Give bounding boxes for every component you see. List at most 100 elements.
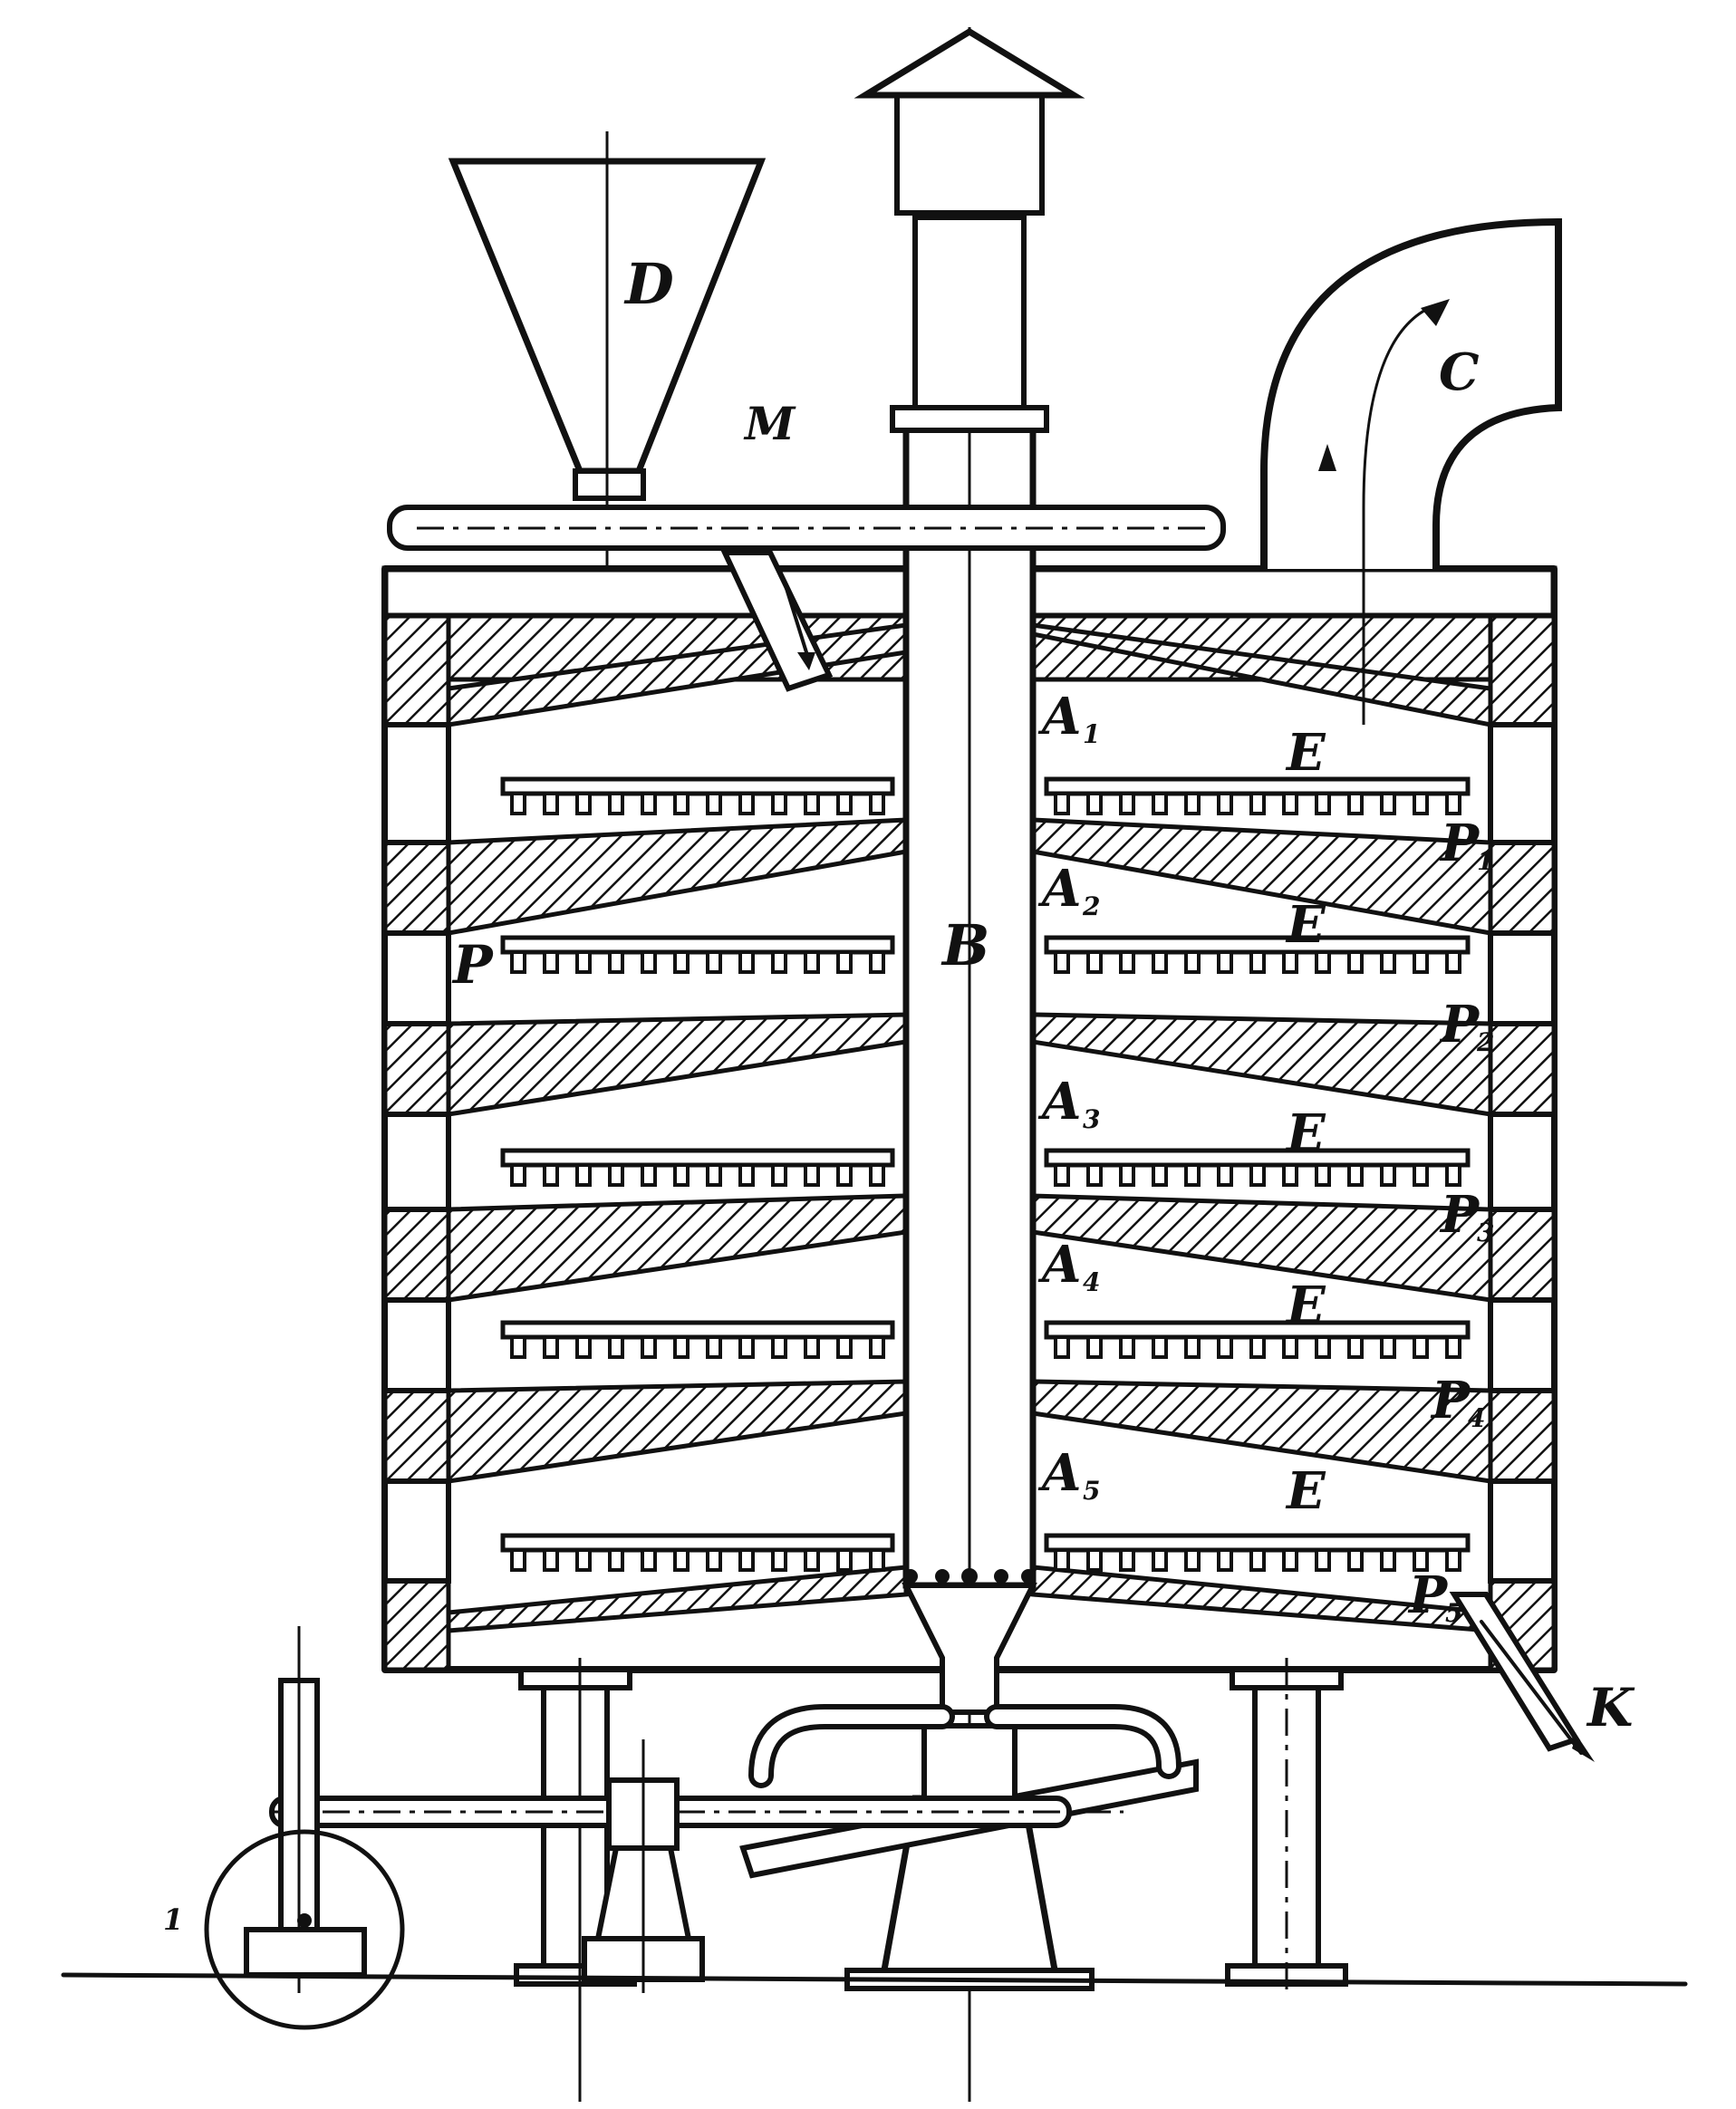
label-stray: 1 — [163, 1902, 183, 1937]
label-K: K — [1586, 1677, 1635, 1738]
label-B: B — [940, 912, 989, 978]
gas-offtake-pipe — [1260, 217, 1562, 725]
rabble-tooth — [1413, 1163, 1429, 1187]
rabble-tooth — [1054, 1548, 1070, 1572]
rabble-tooth — [771, 950, 787, 974]
rabble-arms — [500, 776, 1471, 1572]
label-P3: P — [1439, 1185, 1480, 1245]
rabble-tooth — [1315, 792, 1331, 815]
rabble-tooth — [608, 1335, 624, 1359]
rabble-tooth — [673, 792, 690, 815]
rabble-tooth — [1184, 950, 1201, 974]
rabble-tooth — [543, 1335, 559, 1359]
rabble-tooth — [706, 950, 722, 974]
rabble-tooth — [1282, 1163, 1298, 1187]
rabble-tooth — [738, 1163, 755, 1187]
rabble-tooth — [804, 1548, 820, 1572]
rabble-tooth — [1347, 792, 1364, 815]
rabble-tooth — [706, 1548, 722, 1572]
rabble-tooth — [738, 792, 755, 815]
label-P4-sub: 4 — [1468, 1403, 1485, 1433]
rabble-tooth — [1347, 950, 1364, 974]
rabble-tooth — [608, 1548, 624, 1572]
rabble-tooth — [1380, 1548, 1396, 1572]
rabble-tooth — [1249, 792, 1266, 815]
rabble-tooth — [543, 950, 559, 974]
rabble-tooth — [1413, 792, 1429, 815]
rabble-tooth — [641, 1335, 657, 1359]
rabble-tooth — [1347, 1163, 1364, 1187]
label-M: M — [743, 397, 796, 450]
rabble-tooth — [1445, 1335, 1461, 1359]
rabble-tooth — [1184, 1163, 1201, 1187]
rabble-tooth — [836, 1163, 853, 1187]
rabble-tooth — [869, 1335, 885, 1359]
rabble-tooth — [510, 950, 526, 974]
rabble-tooth — [1249, 1335, 1266, 1359]
rabble-tooth — [1217, 1548, 1233, 1572]
rabble-tooth — [771, 1335, 787, 1359]
rabble-tooth — [1217, 1163, 1233, 1187]
rabble-tooth — [1217, 1335, 1233, 1359]
drive-mechanism — [204, 1626, 1348, 2102]
rabble-tooth — [510, 1163, 526, 1187]
label-A1: A — [1037, 687, 1081, 746]
label-P1-sub: 1 — [1477, 846, 1494, 876]
rabble-tooth — [1380, 1335, 1396, 1359]
rabble-tooth — [1086, 792, 1103, 815]
rabble-tooth — [1119, 1548, 1135, 1572]
label-P4: P — [1430, 1371, 1471, 1430]
rabble-tooth — [641, 1163, 657, 1187]
rabble-tooth — [1282, 1335, 1298, 1359]
rabble-tooth — [1249, 950, 1266, 974]
rabble-tooth — [543, 792, 559, 815]
rabble-tooth — [1249, 1163, 1266, 1187]
rabble-tooth — [1445, 1548, 1461, 1572]
rabble-tooth — [1380, 950, 1396, 974]
label-A2-sub: 2 — [1082, 891, 1100, 921]
label-A3: A — [1037, 1072, 1081, 1132]
rabble-tooth — [1119, 1163, 1135, 1187]
rabble-tooth — [1152, 1335, 1168, 1359]
rabble-arm — [1044, 1320, 1471, 1340]
label-A2: A — [1037, 859, 1081, 919]
rabble-tooth — [836, 1548, 853, 1572]
label-P: P — [451, 934, 494, 996]
rabble-arm — [1044, 1148, 1471, 1168]
rabble-tooth — [641, 792, 657, 815]
rabble-tooth — [1152, 1163, 1168, 1187]
rabble-tooth — [575, 1335, 592, 1359]
rabble-tooth — [1315, 1163, 1331, 1187]
rabble-tooth — [1282, 792, 1298, 815]
rabble-tooth — [575, 792, 592, 815]
rabble-tooth — [510, 1335, 526, 1359]
label-E1: E — [1285, 723, 1326, 783]
rabble-tooth — [641, 950, 657, 974]
label-P5: P — [1407, 1565, 1449, 1625]
rabble-tooth — [1347, 1548, 1364, 1572]
rabble-arm — [500, 935, 895, 955]
rabble-tooth — [1119, 792, 1135, 815]
label-A1-sub: 1 — [1083, 719, 1100, 749]
rabble-arm — [500, 1320, 895, 1340]
labels: D M C B P K 1 A 1 A 2 A 3 A 4 A 5 E E E … — [163, 251, 1635, 1937]
rabble-tooth — [1152, 1548, 1168, 1572]
rabble-tooth — [543, 1548, 559, 1572]
rabble-tooth — [608, 792, 624, 815]
rabble-tooth — [804, 950, 820, 974]
rabble-tooth — [869, 950, 885, 974]
central-shaft — [854, 27, 1085, 2102]
side-walls — [382, 613, 1557, 1672]
rabble-tooth — [771, 1163, 787, 1187]
rabble-tooth — [1184, 1548, 1201, 1572]
rabble-tooth — [1413, 950, 1429, 974]
rabble-tooth — [1086, 1335, 1103, 1359]
rabble-tooth — [1413, 1335, 1429, 1359]
rabble-tooth — [1445, 792, 1461, 815]
ground-line — [61, 1972, 1688, 1987]
rabble-tooth — [1184, 792, 1201, 815]
rabble-tooth — [1445, 1163, 1461, 1187]
rabble-tooth — [1282, 950, 1298, 974]
rabble-tooth — [738, 1335, 755, 1359]
